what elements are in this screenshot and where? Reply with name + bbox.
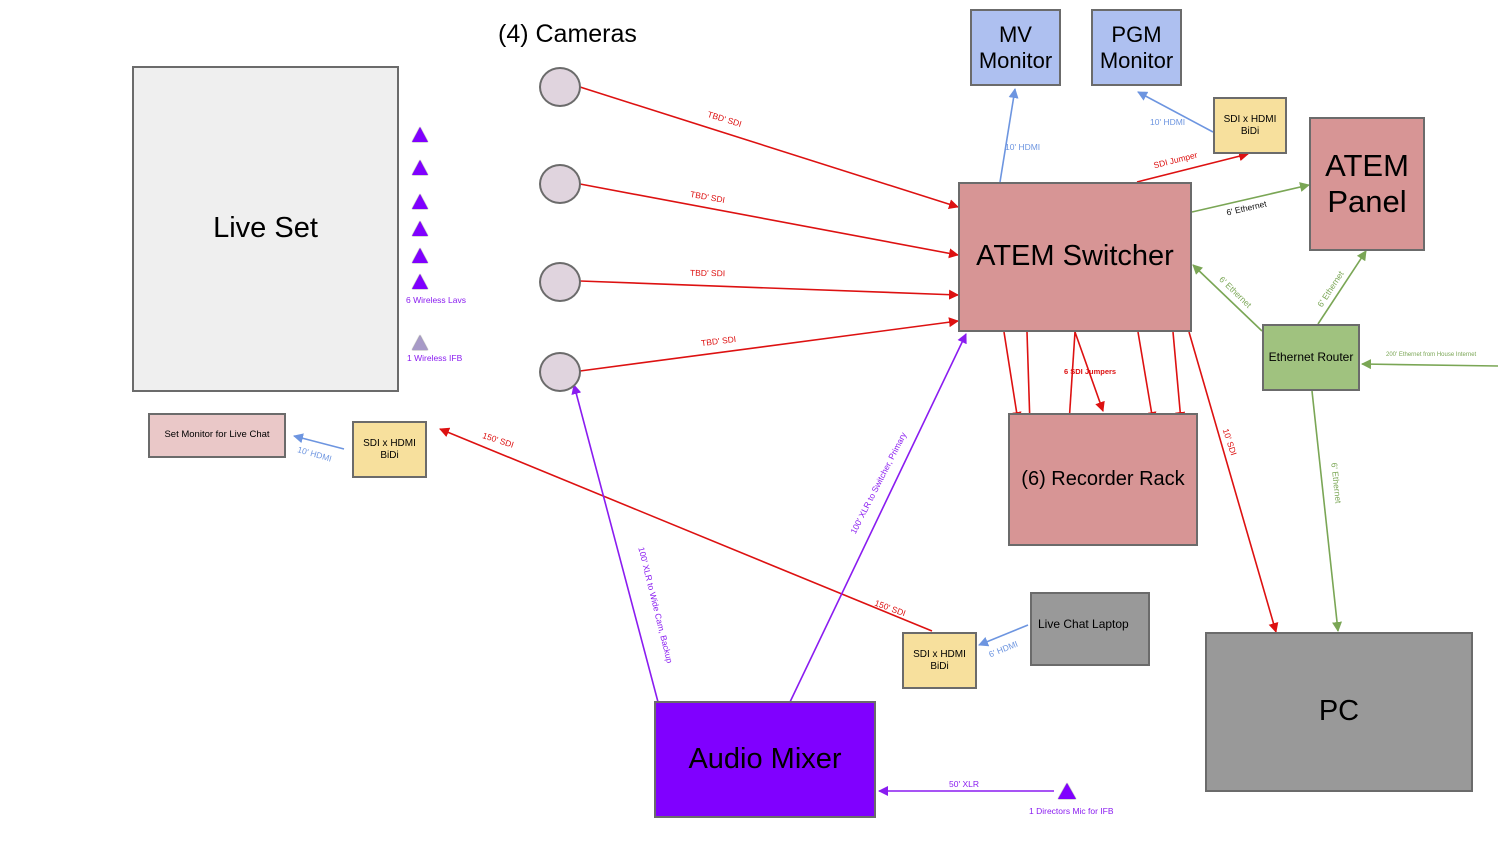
cable-label-cam3: TBD' SDI	[689, 267, 726, 279]
wireless-ifb-label: 1 Wireless IFB	[407, 353, 463, 363]
wire-router-panel	[1317, 250, 1367, 325]
directors-mic-label: 1 Directors Mic for IFB	[1029, 806, 1114, 816]
atem-switcher: ATEM Switcher	[958, 182, 1192, 332]
pgm-monitor: PGM Monitor	[1091, 9, 1182, 86]
pgm-monitor-label: PGM Monitor	[1099, 22, 1174, 73]
set-monitor-label: Set Monitor for Live Chat	[164, 429, 270, 441]
wire-recorder-3	[1064, 331, 1076, 424]
wireless-lav-icon	[412, 127, 428, 142]
wireless-lav-icon	[412, 248, 428, 263]
wire-cam3-sdi	[579, 280, 959, 300]
camera-2[interactable]	[539, 164, 581, 204]
wireless-lav-icon	[412, 160, 428, 175]
wire-house-internet	[1361, 359, 1499, 370]
recorder-rack-label: (6) Recorder Rack	[1021, 468, 1185, 490]
ethernet-router: Ethernet Router	[1262, 324, 1360, 391]
wire-sdi-jumper	[1136, 151, 1249, 183]
wire-cam4-sdi	[579, 317, 959, 372]
atem-switcher-label: ATEM Switcher	[976, 240, 1174, 273]
cable-label-pgm-hdmi: 10' HDMI	[1150, 117, 1186, 127]
converter-bidi-set-label: SDI x HDMI BiDi	[363, 438, 416, 461]
converter-bidi-pgm-label: SDI x HDMI BiDi	[1223, 114, 1277, 137]
audio-mixer: Audio Mixer	[654, 701, 876, 818]
wire-router-switcher	[1192, 264, 1263, 332]
live-set-label: Live Set	[213, 212, 318, 245]
wire-xlr-switcher	[789, 333, 967, 703]
wire-xlr-wide	[571, 384, 659, 703]
atem-panel: ATEM Panel	[1309, 117, 1425, 251]
wire-cam1-sdi	[579, 86, 959, 210]
wire-cam2-sdi	[579, 183, 959, 259]
pc-label: PC	[1318, 695, 1360, 728]
wire-recorder-6	[1172, 331, 1186, 422]
wireless-lav-icon	[412, 274, 428, 289]
audio-mixer-label: Audio Mixer	[688, 742, 842, 775]
live-chat-laptop-label: Live Chat Laptop	[1038, 617, 1129, 631]
atem-panel-label: ATEM Panel	[1325, 148, 1409, 219]
converter-bidi-set: SDI x HDMI BiDi	[352, 421, 427, 478]
wireless-ifb-icon	[412, 335, 428, 350]
converter-bidi-laptop: SDI x HDMI BiDi	[902, 632, 977, 689]
converter-bidi-laptop-label: SDI x HDMI BiDi	[913, 649, 966, 672]
cable-label-mv-hdmi: 10' HDMI	[1005, 142, 1041, 152]
pc: PC	[1205, 632, 1473, 792]
ethernet-router-label: Ethernet Router	[1268, 349, 1354, 364]
cable-label-house-internet: 200' Ethernet from House Internet	[1386, 352, 1477, 358]
cable-label-xlr-director: 50' XLR	[949, 779, 979, 789]
converter-bidi-pgm: SDI x HDMI BiDi	[1213, 97, 1287, 154]
wire-recorder-2	[1024, 331, 1035, 426]
cable-label-recorder-jumpers: 6 SDI Jumpers	[1064, 367, 1117, 376]
wire-laptop-hdmi	[978, 624, 1029, 647]
wire-mv-hdmi	[999, 88, 1019, 183]
wireless-lavs-label: 6 Wireless Lavs	[406, 295, 466, 305]
mv-monitor: MV Monitor	[970, 9, 1061, 86]
wire-recorder-4	[1074, 331, 1105, 412]
wire-router-pc	[1311, 390, 1343, 632]
directors-mic-icon	[1058, 783, 1076, 799]
camera-1[interactable]	[539, 67, 581, 107]
mv-monitor-label: MV Monitor	[978, 22, 1053, 73]
wire-set-sdi	[439, 427, 933, 632]
wire-set-hdmi	[293, 433, 345, 450]
wire-pgm-hdmi	[1137, 91, 1214, 133]
wire-panel-ethernet	[1191, 182, 1310, 213]
live-set: Live Set	[132, 66, 399, 392]
wire-recorder-5	[1137, 331, 1157, 422]
wire-recorder-1	[1003, 331, 1022, 422]
wireless-lav-icon	[412, 221, 428, 236]
set-monitor: Set Monitor for Live Chat	[148, 413, 286, 458]
cameras-heading: (4) Cameras	[498, 20, 637, 48]
wireless-lav-icon	[412, 194, 428, 209]
camera-4[interactable]	[539, 352, 581, 392]
wire-pc-sdi	[1188, 331, 1279, 633]
recorder-rack: (6) Recorder Rack	[1008, 413, 1198, 546]
live-chat-laptop: Live Chat Laptop	[1030, 592, 1150, 666]
camera-3[interactable]	[539, 262, 581, 302]
